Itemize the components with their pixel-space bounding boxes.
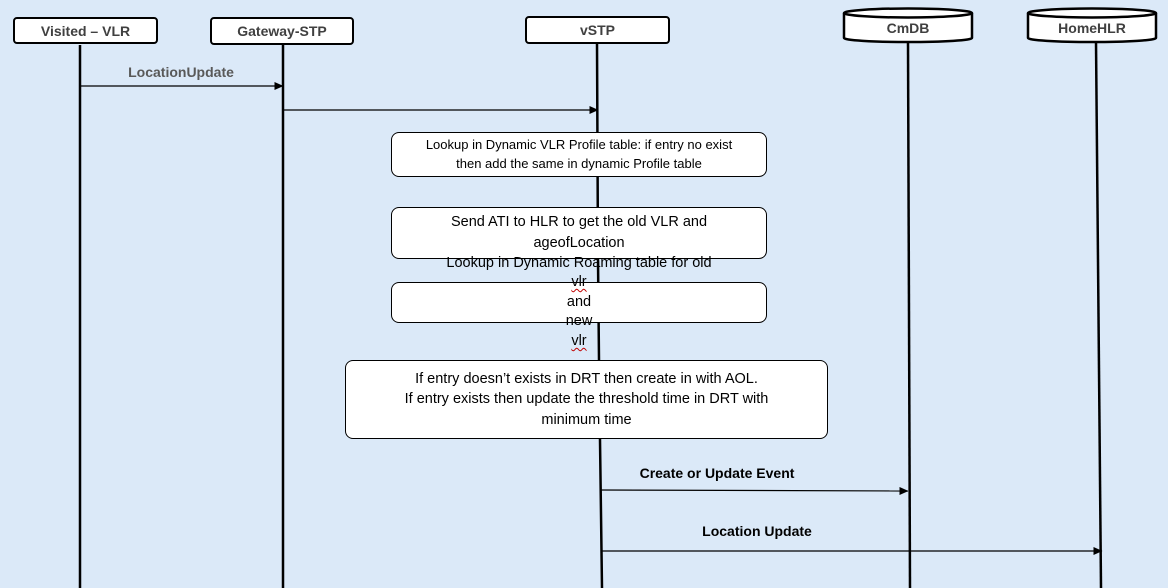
note-line: Send ATI to HLR to get the old VLR and [450,214,708,231]
note-send-ati-to-hlr: Send ATI to HLR to get the old VLR and a… [391,207,767,259]
arrow-create-update-event [600,486,909,495]
note-drt-entry-logic: If entry doesn’t exists in DRT then crea… [345,360,828,439]
note-line: Lookup in Dynamic Roaming table for old … [446,254,712,310]
homehlr-database-shape [1026,7,1158,44]
note-line: If entry exists then update the threshol… [404,391,769,408]
message-label-locationupdate: LocationUpdate [128,64,234,80]
note-line: then add the same in dynamic Profile tab… [456,155,702,171]
participant-homehlr: HomeHLR [1028,16,1156,40]
participant-gateway-stp: Gateway-STP [210,17,354,45]
note-lookup-dynamic-vlr-profile: Lookup in Dynamic VLR Profile table: if … [391,132,767,177]
note-line: If entry doesn’t exists in DRT then crea… [415,370,758,387]
cmdb-database-shape [842,7,974,44]
lifeline-homehlr [1094,41,1103,588]
message-label-create-or-update-event: Create or Update Event [639,465,795,481]
note-line: new vlr [565,313,593,349]
note-line: Lookup in Dynamic VLR Profile table: if … [425,137,733,153]
participant-label: vSTP [579,22,615,38]
note-lookup-dynamic-roaming-table: Lookup in Dynamic Roaming table for old … [391,255,767,349]
note-line: minimum time [541,411,632,428]
participant-label: Visited – VLR [40,22,131,39]
lifeline-cmdb [906,41,912,588]
participant-label: HomeHLR [1058,20,1126,36]
message-label-location-update: Location Update [702,523,812,539]
participant-visited-vlr: Visited – VLR [13,17,158,44]
note-line: ageofLocation [533,235,625,251]
participant-label: CmDB [886,20,930,36]
participant-vstp: vSTP [525,16,670,44]
participant-cmdb: CmDB [844,16,972,40]
participant-label: Gateway-STP [237,23,327,39]
